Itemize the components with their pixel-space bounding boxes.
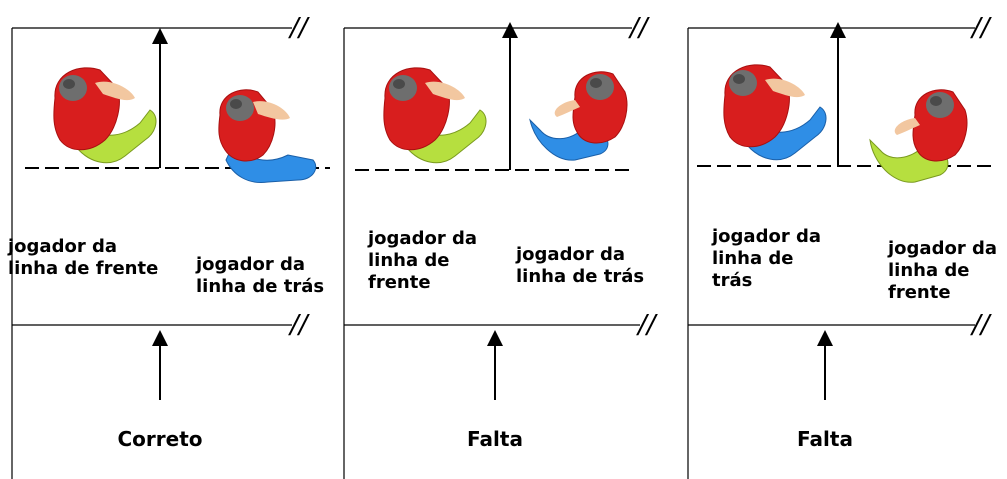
break-mark: // — [970, 13, 993, 43]
label-left-player: jogador da linha de trás — [712, 226, 821, 291]
player-back — [529, 71, 628, 161]
label-right-player: jogador da linha de frente — [888, 238, 997, 303]
player-front — [53, 67, 157, 164]
player-front — [869, 89, 968, 183]
player-front — [383, 67, 487, 164]
player-back — [218, 89, 317, 184]
break-mark: // — [288, 13, 311, 43]
verdict-label: Correto — [117, 427, 203, 451]
break-mark: // — [970, 310, 993, 340]
verdict-label: Falta — [797, 427, 853, 451]
label-left-player: jogador da linha de frente — [8, 236, 159, 279]
label-right-player: jogador da linha de trás — [196, 254, 325, 297]
break-mark: // — [636, 310, 659, 340]
panel-falta-2: // // — [687, 13, 995, 479]
label-left-player: jogador da linha de frente — [368, 228, 477, 293]
panel-correto: // // — [11, 13, 330, 479]
break-mark: // — [628, 13, 651, 43]
panel-falta-1: // // — [343, 13, 659, 479]
break-mark: // — [288, 310, 311, 340]
player-back — [723, 64, 827, 161]
label-right-player: jogador da linha de trás — [516, 244, 645, 287]
verdict-label: Falta — [467, 427, 523, 451]
